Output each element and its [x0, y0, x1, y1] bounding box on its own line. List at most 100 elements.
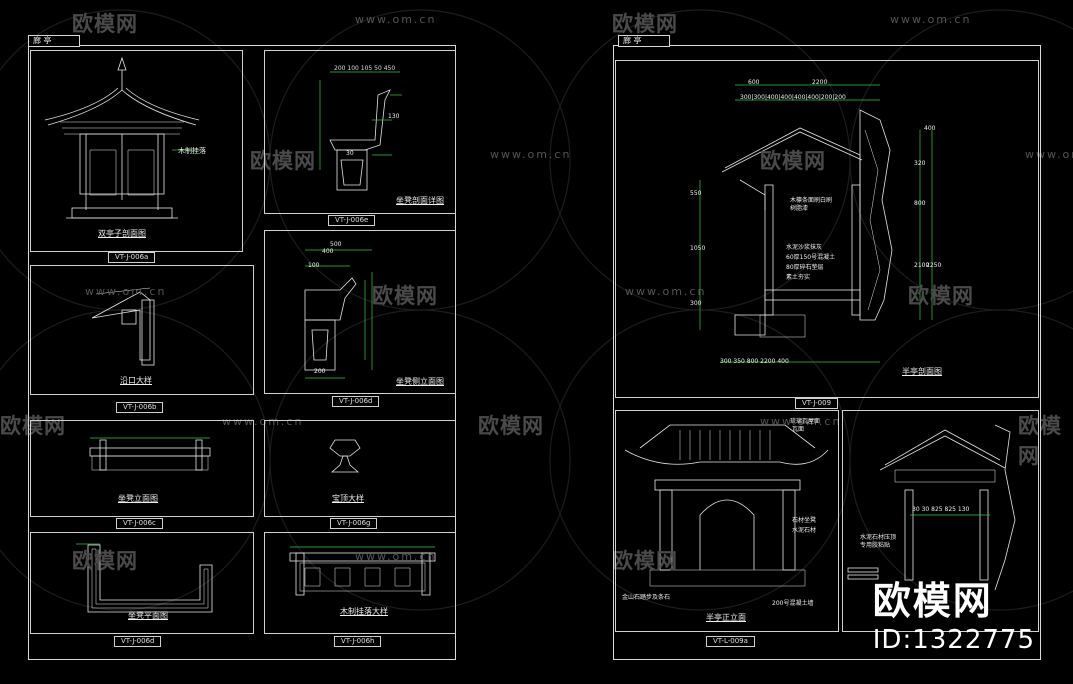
annotation: 水泥石材 [792, 527, 817, 534]
watermark-brand: 欧模网 [612, 549, 678, 573]
side-view-drawing [847, 424, 1016, 591]
drawing-caption: 半亭正立面 [706, 613, 746, 622]
half-pavilion-elevation-drawing [624, 424, 829, 587]
pavilion-section-drawing [44, 56, 200, 219]
annotation: 200号混凝土墙 [772, 600, 814, 607]
dimension: 30 [346, 150, 354, 157]
panel-eave-detail [30, 265, 254, 395]
bench-section-drawing [319, 71, 402, 191]
panel-bench-section [264, 50, 456, 214]
panel-pavilion-section [30, 50, 243, 252]
drawing-caption: 坐凳立面图 [118, 494, 158, 503]
annotation: 石材坐凳 [792, 517, 817, 524]
dimension: 300 [690, 300, 702, 307]
panel-half-pavilion-elevation [615, 410, 839, 632]
watermark-url: www.om.cn [490, 148, 572, 161]
drawing-code: VT-L-009a [706, 636, 755, 647]
dimension: 2100 [914, 262, 930, 269]
dimension: 400 [322, 248, 334, 255]
panel-side-view [842, 410, 1039, 632]
drawing-caption: 坐凳侧立面图 [396, 377, 444, 386]
drawing-code: VT-J-006g [330, 518, 378, 529]
watermark-brand: 欧模网 [612, 12, 678, 36]
drawing-caption: 双亭子剖面图 [98, 229, 146, 238]
dimension: 400 [924, 125, 936, 132]
brand-overlay: 欧模网 ID:1322775 [873, 570, 1035, 655]
drawing-caption: 坐凳平面图 [128, 611, 168, 620]
drawing-sheet-right [613, 45, 1041, 660]
dimension: 2200 [812, 79, 828, 86]
dimension: 1050 [690, 245, 706, 252]
drawing-code: VT-J-006d [114, 636, 162, 647]
panel-finial-detail [264, 420, 456, 517]
annotation: 瓦面 [792, 426, 805, 433]
panel-half-pavilion-section [615, 60, 1039, 398]
dimension-row: 300 350 800 2200 400 [720, 358, 789, 365]
annotation: 60厚150号混凝土 [786, 254, 836, 261]
watermark-brand: 欧模网 [908, 284, 974, 308]
annotation: 树脂漆 [790, 205, 809, 212]
sheet-title-tab: 廊 亭 [28, 35, 80, 47]
watermark-brand: 欧模网 [372, 284, 438, 308]
watermark-brand: 欧模网 [250, 149, 316, 173]
watermark-brand: 欧模网 [72, 12, 138, 36]
watermark-brand: 欧模网 [1018, 414, 1062, 468]
annotation: 金山石踏步及条石 [622, 594, 671, 601]
dimension: 200 [314, 368, 326, 375]
dimension: 550 [690, 190, 702, 197]
watermark-url: www.om.cn [355, 550, 437, 563]
dimension: 800 [914, 200, 926, 207]
annotation: 木檩条面刷白刷 [790, 197, 833, 204]
drawing-caption: 木制挂落大样 [340, 607, 388, 616]
asset-id: ID:1322775 [872, 625, 1035, 655]
finial-detail-drawing [329, 439, 361, 473]
drawing-code: VT-J-006h [334, 636, 382, 647]
watermark-url: www.om.cn [355, 13, 437, 26]
watermark-url: www.om.cn [760, 415, 842, 428]
watermark-brand: 欧模网 [478, 414, 544, 438]
dimension: 320 [914, 160, 926, 167]
annotation: 专用胶粘贴 [860, 542, 891, 549]
drawing-code: VT-J-006d [332, 396, 380, 407]
dimension: 100 [308, 262, 320, 269]
dimension: 130 [388, 113, 400, 120]
eave-detail-drawing [91, 287, 155, 366]
sheet-title-tab: 廊 亭 [618, 35, 670, 47]
half-pavilion-section-drawing [699, 84, 933, 363]
dimension-row: 300|300|400|400|400|400|200|200 [740, 94, 846, 101]
watermark-brand: 欧模网 [760, 149, 826, 173]
panel-bench-plan [30, 532, 254, 634]
bench-plan-drawing [76, 543, 213, 613]
watermark-url: www.om.cn [890, 13, 972, 26]
bench-elevation-drawing [89, 437, 211, 471]
watermark-url: www.om.cn [625, 285, 707, 298]
drawing-caption: 半亭剖面图 [902, 367, 942, 376]
drawing-code: VT-J-009 [795, 398, 839, 409]
drawing-code: VT-J-006a [108, 252, 156, 263]
annotation: 木制挂落 [178, 147, 206, 155]
annotation: 80厚碎石垫层 [786, 264, 824, 271]
drawing-caption: 沿口大样 [120, 376, 152, 385]
dimension: 500 [330, 241, 342, 248]
dimension-row: 30 30 825 825 130 [912, 506, 970, 513]
panel-fascia-detail [264, 532, 456, 634]
drawing-code: VT-J-006e [328, 215, 376, 226]
dimension: 200 100 105 50 450 [334, 65, 396, 72]
watermark-brand: 欧模网 [72, 549, 138, 573]
drawing-code: VT-J-006c [116, 518, 163, 529]
annotation: 水泥沙浆抹灰 [786, 244, 823, 251]
bench-side-elevation-drawing [304, 249, 373, 379]
watermark-url: www.om.cn [222, 415, 304, 428]
fascia-detail-drawing [289, 546, 436, 596]
annotation: 水泥石材压顶 [860, 534, 897, 541]
drawing-caption: 坐凳剖面详图 [396, 196, 444, 205]
drawing-caption: 宝顶大样 [332, 494, 364, 503]
panel-bench-elevation [30, 420, 254, 517]
watermark-arcs [0, 9, 1073, 611]
dimension: 2250 [926, 262, 942, 269]
watermark-brand: 欧模网 [0, 414, 66, 438]
annotation: 素土夯实 [786, 274, 811, 281]
panel-bench-side-elevation [264, 230, 456, 394]
